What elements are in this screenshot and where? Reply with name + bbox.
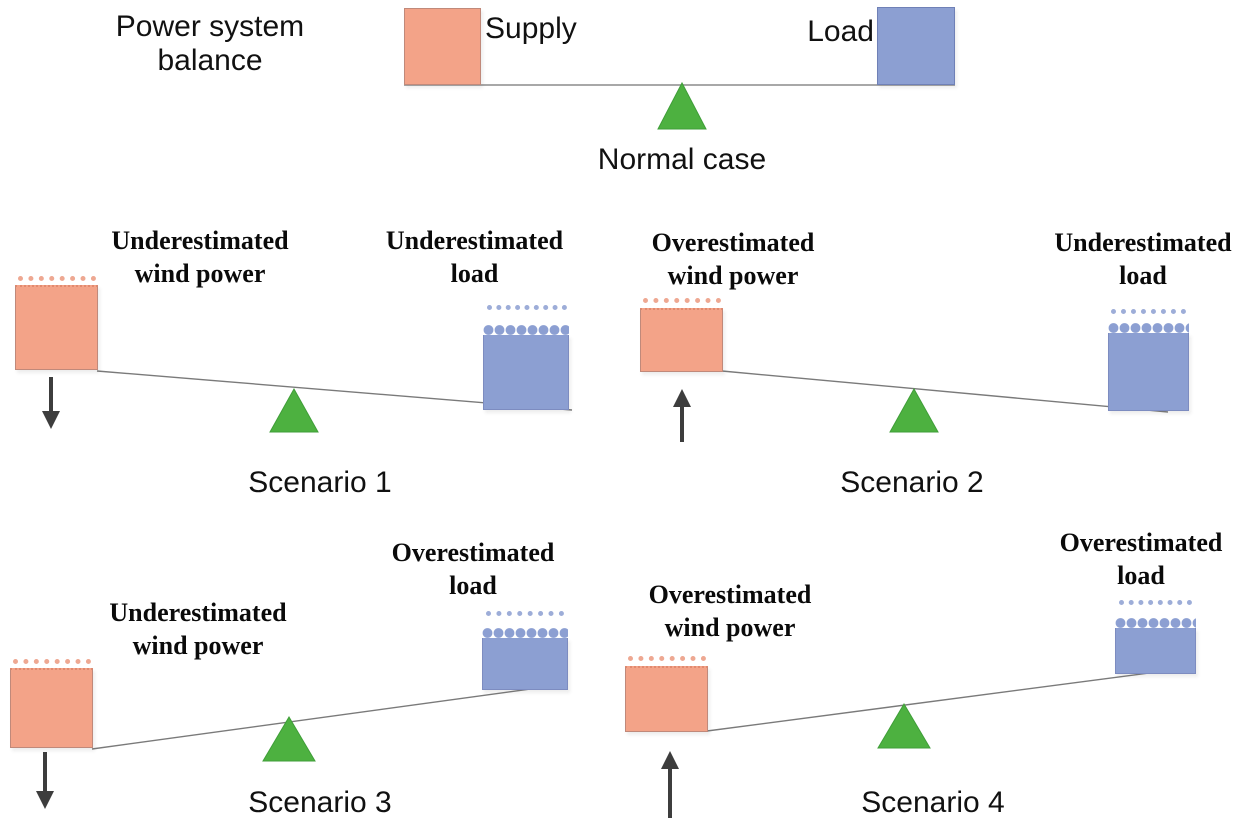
beam-line-scenario-2 — [721, 370, 1169, 413]
down-arrow-icon — [42, 377, 60, 429]
fulcrum-triangle-scenario-3 — [262, 716, 316, 762]
load-box — [482, 627, 568, 690]
load-label: Overestimated load — [1059, 528, 1223, 590]
water-scallop-edge — [482, 627, 568, 638]
overflow-dots — [486, 611, 564, 616]
load-box — [1115, 617, 1196, 674]
overflow-dots — [643, 298, 721, 303]
fulcrum-triangle-scenario-4 — [877, 703, 931, 749]
overflow-dots — [13, 659, 91, 664]
wind-power-box — [10, 668, 93, 748]
overflow-dots — [487, 305, 567, 310]
beam-line-scenario-4 — [706, 666, 1196, 732]
beam-line-scenario-3 — [91, 683, 568, 750]
wind-power-box — [625, 666, 708, 732]
wind-power-box — [15, 285, 98, 370]
water-scallop-edge — [1115, 617, 1196, 628]
overflow-dots — [18, 276, 96, 281]
overflow-dots — [1111, 309, 1186, 314]
up-arrow-icon — [673, 389, 691, 442]
scenario-caption: Scenario 4 — [861, 786, 1005, 819]
load-label: Underestimated load — [385, 226, 564, 288]
scenario-caption: Scenario 2 — [840, 466, 984, 499]
overflow-dots — [1119, 600, 1192, 605]
load-label: Underestimated load — [1054, 228, 1232, 290]
wind-power-label: Underestimated wind power — [109, 598, 287, 660]
fulcrum-triangle-normal — [657, 81, 707, 130]
load-label: Load — [807, 15, 874, 48]
scenario-caption: Scenario 1 — [248, 466, 392, 499]
load-box-fill — [1115, 628, 1196, 674]
water-scallop-edge — [1108, 322, 1189, 333]
wind-power-label: Overestimated wind power — [651, 228, 815, 290]
fulcrum-triangle-scenario-1 — [269, 387, 319, 433]
load-box — [483, 324, 569, 410]
normal-case-caption: Normal case — [597, 143, 767, 176]
up-arrow-icon — [661, 751, 679, 818]
scenario-caption: Scenario 3 — [248, 786, 392, 819]
load-box — [877, 7, 955, 85]
load-label: Overestimated load — [391, 538, 555, 600]
supply-label: Supply — [485, 12, 577, 45]
overflow-dots — [628, 656, 706, 661]
supply-box — [404, 8, 481, 85]
water-scallop-edge — [483, 324, 569, 335]
wind-power-label: Overestimated wind power — [648, 580, 812, 642]
load-box-fill — [483, 335, 569, 410]
down-arrow-icon — [36, 752, 54, 809]
load-box-fill — [1108, 333, 1189, 411]
fulcrum-triangle-scenario-2 — [889, 387, 939, 433]
wind-power-box — [640, 308, 723, 372]
wind-power-label: Underestimated wind power — [111, 226, 289, 288]
load-box — [1108, 322, 1189, 411]
load-box-fill — [482, 638, 568, 690]
diagram-title: Power system balance — [115, 10, 305, 77]
